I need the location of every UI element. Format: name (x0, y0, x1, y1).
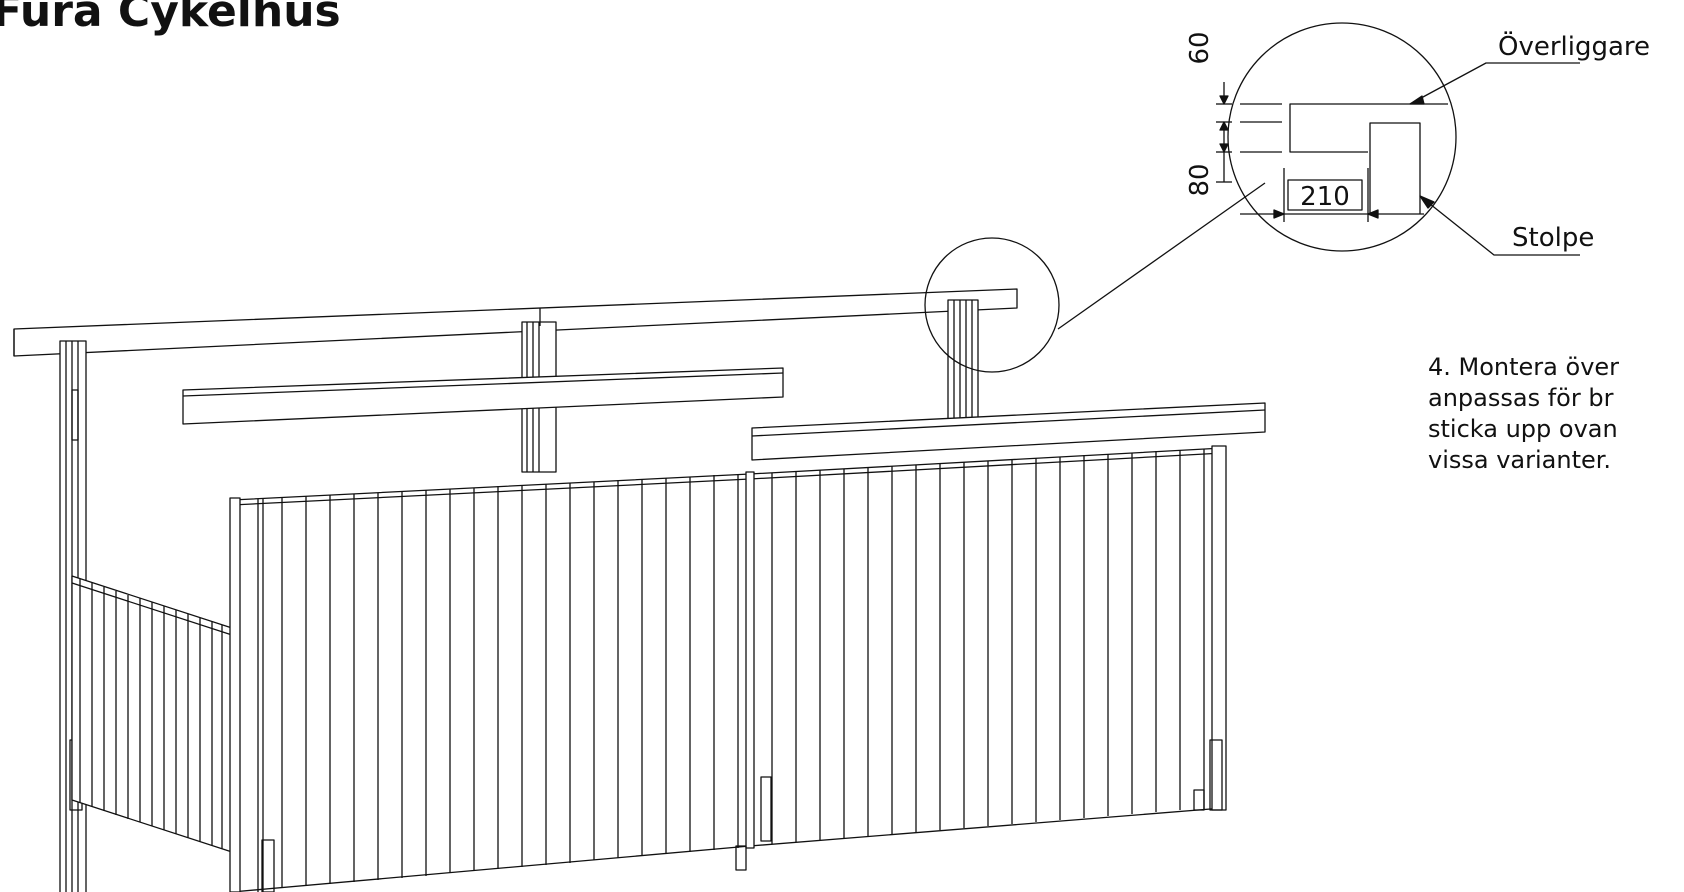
front-middle-post (735, 471, 772, 871)
detail-labels: 60 80 210 Överliggare Stolpe (1185, 30, 1650, 253)
front-left-post (229, 497, 275, 892)
dimension-210: 210 (1300, 182, 1350, 212)
instruction-line: sticka upp ovan (1428, 415, 1618, 443)
dimension-60: 60 (1185, 31, 1215, 64)
label-overliggare: Överliggare (1498, 30, 1650, 62)
detail-view (1216, 22, 1580, 256)
second-beam (182, 367, 784, 425)
instruction-line: 4. Montera över (1428, 353, 1620, 381)
detail-leader-line (1057, 182, 1266, 330)
page-title: Fura Cykelhus (0, 0, 341, 37)
detail-marker-circle (924, 237, 1060, 373)
front-wall-left (231, 473, 751, 892)
left-side-wall (71, 575, 233, 853)
right-beam (751, 402, 1266, 461)
front-right-post (1193, 445, 1227, 811)
front-wall-right (749, 447, 1224, 847)
label-stolpe: Stolpe (1512, 223, 1594, 253)
instruction-line: vissa varianter. (1428, 446, 1612, 474)
dimension-80: 80 (1185, 163, 1215, 196)
instruction-text: 4. Montera över anpassas för br sticka u… (1428, 352, 1619, 476)
instruction-line: anpassas för br (1428, 384, 1614, 412)
top-beam (13, 288, 1018, 357)
